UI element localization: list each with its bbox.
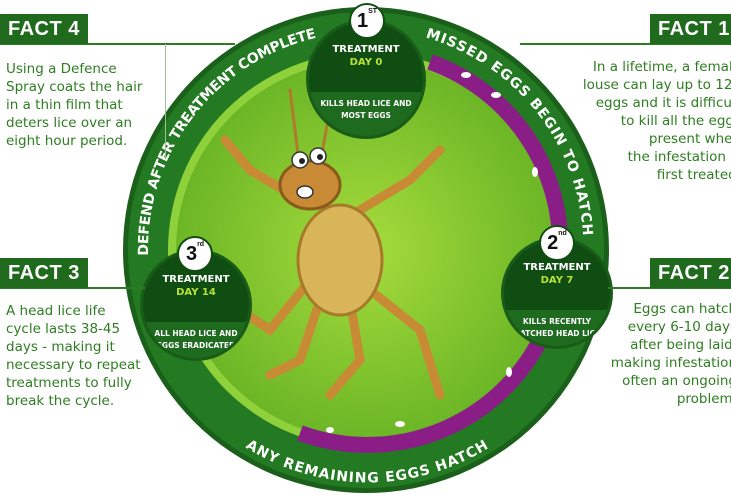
fact-line: louse can lay up to 120 [582,77,731,93]
egg-icon [506,367,512,377]
fact-line: eggs and it is difficult [595,95,731,111]
fact4-rule [0,43,235,45]
purple-arc-eggs-hatch-1 [427,54,569,256]
egg-icons [326,72,538,433]
fact-line: treatments to fully [6,375,132,391]
desc-line: KILLS RECENTLY [522,317,592,326]
fact1-title: FACT 1 [650,14,731,44]
fact4-title: FACT 4 [0,14,88,44]
suffix: rd [197,241,205,248]
number: 1 [356,10,369,32]
fact-line: after being laid, [630,337,731,353]
desc-line: EGGS ERADICATED [156,341,236,350]
treatment-label: TREATMENT [332,44,400,55]
fact2-rule [608,287,731,289]
number: 2 [547,232,559,254]
treatment-description: KILLS HEAD LICE AND MOST EGGS [309,98,423,122]
suffix: ST [368,8,378,15]
fact2-text: Eggs can hatch every 6-10 days after bei… [611,300,731,408]
fact-line: cycle lasts 38-45 [6,321,121,337]
egg-icon [326,427,334,433]
fact-line: problem. [676,391,731,407]
egg-icon [532,167,538,177]
suffix: nd [558,230,567,237]
treatment-label: TREATMENT [162,274,230,285]
fact-line: every 6-10 days [627,319,731,335]
egg-icon [461,72,471,78]
fact-line: making infestation [610,355,731,371]
fact-line: often an ongoing [622,373,731,389]
fact-line: to kill all the eggs [620,113,731,129]
number: 3 [185,243,198,265]
fact-line: Using a Defence [6,61,117,77]
fact-line: Eggs can hatch [633,301,731,317]
desc-line: MOST EGGS [341,111,391,120]
fact-line: Spray coats the hair [6,79,143,95]
fact1-text: In a lifetime, a female louse can lay up… [583,58,731,184]
treatment-day: DAY 0 [349,57,383,68]
treatment-badge-1: TREATMENT DAY 0 KILLS HEAD LICE AND MOST… [309,22,423,136]
head-louse-illustration [220,78,445,400]
treatment-number-1: 1ST [349,3,385,39]
fact-line: necessary to repeat [6,357,141,373]
purple-arc-eggs-hatch-2 [297,326,553,453]
fact-line: first treated. [656,167,731,183]
treatment-number-3: 3rd [177,236,213,272]
fact4-border [165,44,166,159]
fact-line: the infestation is [627,149,731,165]
fact1-rule [520,43,731,45]
fact3-rule [0,287,145,289]
desc-line: HATCHED HEAD LICE [513,329,601,338]
fact4-text: Using a Defence Spray coats the hair in … [6,60,142,150]
fact-line: in a thin film that [6,97,123,113]
fact2-title: FACT 2 [650,258,731,288]
treatment-description: KILLS RECENTLY HATCHED HEAD LICE [504,316,610,340]
fact-line: A head lice life [6,303,106,319]
fact-line: eight hour period. [6,133,128,149]
egg-icon [491,92,501,98]
treatment-day: DAY 14 [176,287,216,298]
fact-line: days - making it [6,339,115,355]
egg-icon [395,421,405,427]
treatment-label: TREATMENT [523,262,591,273]
treatment-description: ALL HEAD LICE AND EGGS ERADICATED [143,328,249,352]
fact-line: present when [648,131,731,147]
treatment-badge-3: TREATMENT DAY 14 ALL HEAD LICE AND EGGS … [143,252,249,358]
fact-line: deters lice over an [6,115,133,131]
fact-line: break the cycle. [6,393,115,409]
fact3-text: A head lice life cycle lasts 38-45 days … [6,302,141,410]
desc-line: ALL HEAD LICE AND [154,329,238,338]
treatment-day: DAY 7 [540,275,574,286]
fact-line: In a lifetime, a female [592,59,731,75]
fact3-title: FACT 3 [0,258,88,288]
desc-line: KILLS HEAD LICE AND [320,99,412,108]
treatment-number-2: 2nd [539,225,575,261]
